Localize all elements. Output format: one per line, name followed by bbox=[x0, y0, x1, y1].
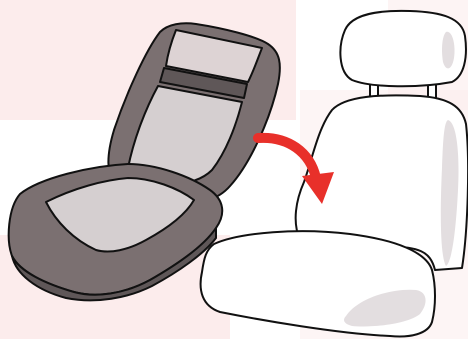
illustration bbox=[0, 0, 468, 339]
illustration-canvas bbox=[0, 0, 468, 339]
